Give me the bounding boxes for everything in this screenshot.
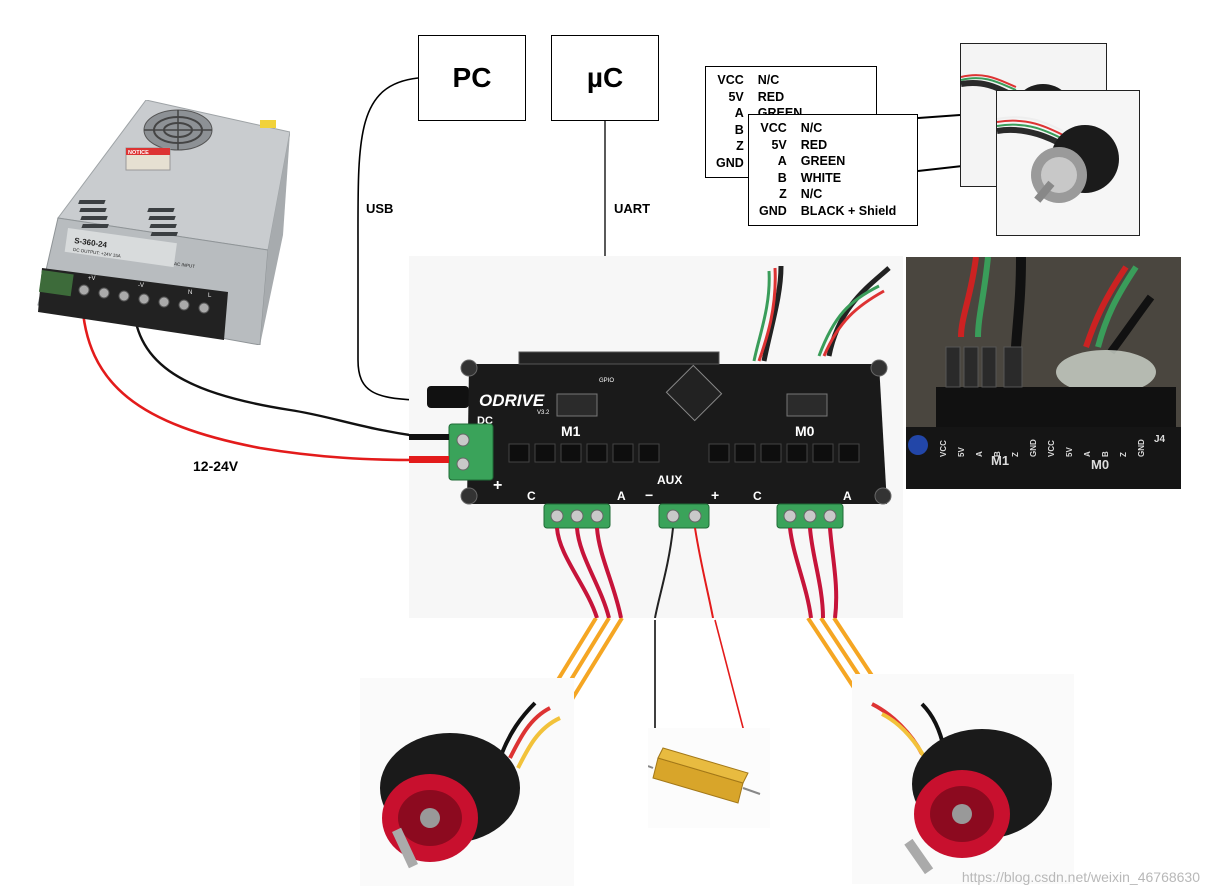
gpio-label: GPIO	[599, 378, 614, 384]
power-supply-photo: NOTICE S-360-24 DC OUTPUT: +24V 15A AC I…	[28, 100, 290, 345]
svg-text:Z: Z	[1011, 452, 1020, 457]
m0-motor-wires	[788, 527, 839, 618]
svg-text:B: B	[993, 451, 1002, 457]
m0-terminal	[776, 503, 844, 529]
svg-text:+V: +V	[88, 276, 96, 282]
svg-text:-V: -V	[138, 283, 144, 289]
svg-text:L: L	[208, 293, 212, 299]
m1-motor-wires	[555, 527, 623, 618]
m0-a-label: A	[843, 489, 852, 503]
pc-label: PC	[452, 62, 492, 93]
m0-label: M0	[795, 423, 815, 439]
psu-fan	[143, 109, 213, 151]
m1-a-label: A	[617, 489, 626, 503]
m0-c-label: C	[753, 489, 762, 503]
m1-label: M1	[561, 423, 581, 439]
psu-spec-plate: S-360-24 DC OUTPUT: +24V 15A AC INPUT	[64, 228, 196, 269]
svg-text:N: N	[188, 290, 192, 296]
psu-terminal-block: +V -V N L	[38, 268, 228, 340]
microcontroller-box: µC	[551, 35, 659, 121]
svg-text:AC INPUT: AC INPUT	[174, 261, 196, 269]
encoder-photo-front	[996, 90, 1140, 236]
power-negative-wire	[131, 299, 417, 438]
uart-label: UART	[614, 201, 651, 216]
m1-terminal	[543, 503, 611, 529]
svg-text:Z: Z	[1119, 452, 1128, 457]
usb-plug	[427, 386, 469, 408]
odrive-board-photo: ODRIVE V3.2 GPIO DC M1 M0 AUX + − + C A …	[409, 256, 903, 618]
svg-text:B: B	[1101, 451, 1110, 457]
power-positive-wire	[80, 299, 417, 462]
gpio-header	[518, 351, 720, 365]
motor-m0-photo	[852, 674, 1074, 884]
odrive-pcb: ODRIVE V3.2 GPIO DC M1 M0 AUX + − + C A …	[460, 351, 892, 505]
svg-text:GND: GND	[1137, 439, 1146, 457]
odrive-version-label: V3.2	[537, 410, 550, 416]
svg-text:NOTICE: NOTICE	[128, 150, 149, 156]
usb-label: USB	[366, 201, 394, 216]
svg-text:5V: 5V	[1065, 447, 1074, 457]
aux-terminal	[658, 503, 710, 529]
svg-text:VCC: VCC	[939, 440, 948, 457]
aux-label: AUX	[657, 473, 682, 487]
m1-c-label: C	[527, 489, 536, 503]
svg-text:GND: GND	[1029, 439, 1038, 457]
dc-plus-label: +	[493, 477, 502, 494]
aux-minus-label: −	[645, 487, 653, 503]
svg-text:M0: M0	[1091, 457, 1109, 472]
psu-notice-label: NOTICE	[125, 147, 171, 171]
power-voltage-label: 12-24V	[193, 458, 239, 474]
brake-resistor-photo	[648, 728, 770, 828]
microcontroller-label: µC	[586, 62, 624, 93]
odrive-brand-label: ODRIVE	[479, 391, 545, 410]
svg-text:M1: M1	[991, 453, 1009, 468]
aux-plus-label: +	[711, 487, 719, 503]
encoder-connector-zoom-photo: VCC 5V A B Z GND VCC 5V A B Z GND M1 M0 …	[906, 257, 1181, 489]
svg-text:A: A	[1083, 451, 1092, 457]
svg-text:DC OUTPUT: +24V 15A: DC OUTPUT: +24V 15A	[73, 247, 121, 259]
board-encoder-cables	[752, 265, 891, 362]
dc-terminal	[448, 423, 494, 481]
svg-text:5V: 5V	[957, 447, 966, 457]
svg-text:A: A	[975, 451, 984, 457]
svg-text:VCC: VCC	[1047, 440, 1056, 457]
svg-text:J4: J4	[1154, 434, 1166, 445]
usb-cable	[357, 77, 419, 401]
motor-m1-photo	[360, 678, 574, 886]
watermark: https://blog.csdn.net/weixin_46768630	[961, 869, 1200, 885]
pc-box: PC	[418, 35, 526, 121]
